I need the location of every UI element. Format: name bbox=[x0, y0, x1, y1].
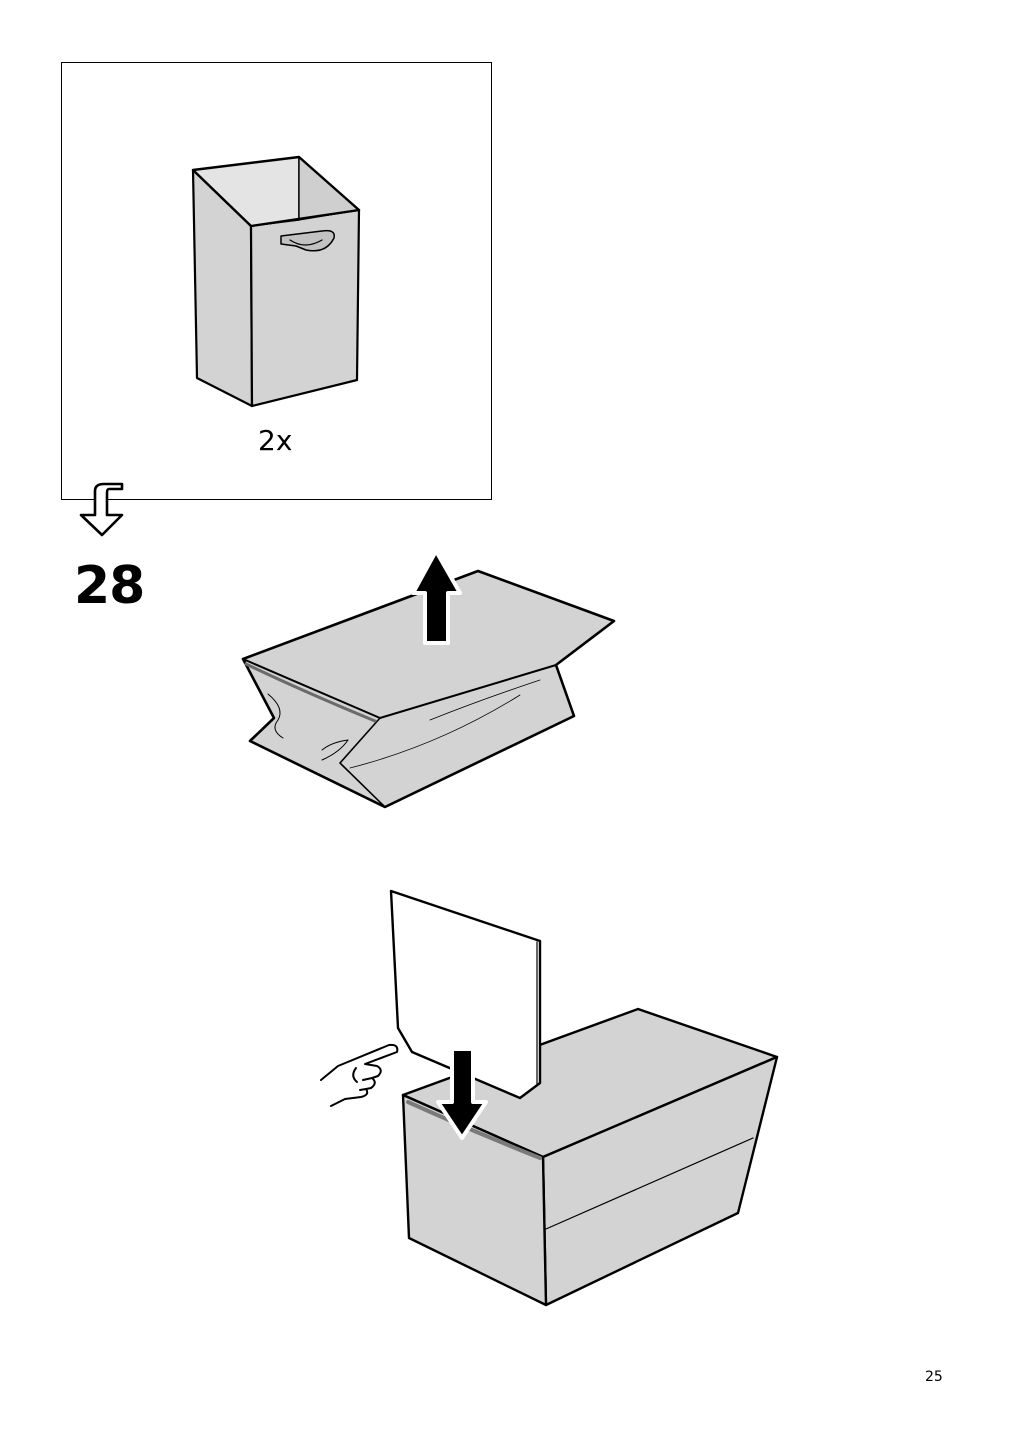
down-arrow-icon bbox=[436, 1047, 488, 1140]
step-number: 28 bbox=[74, 556, 145, 616]
folded-box-illustration bbox=[241, 569, 616, 809]
pointing-hand-icon bbox=[320, 1043, 399, 1107]
page-number: 25 bbox=[925, 1369, 943, 1385]
quantity-label: 2x bbox=[258, 424, 293, 457]
next-step-arrow-icon bbox=[79, 482, 124, 537]
assembled-box-illustration bbox=[389, 889, 779, 1307]
storage-box-icon bbox=[191, 155, 361, 408]
up-arrow-icon bbox=[411, 549, 462, 645]
